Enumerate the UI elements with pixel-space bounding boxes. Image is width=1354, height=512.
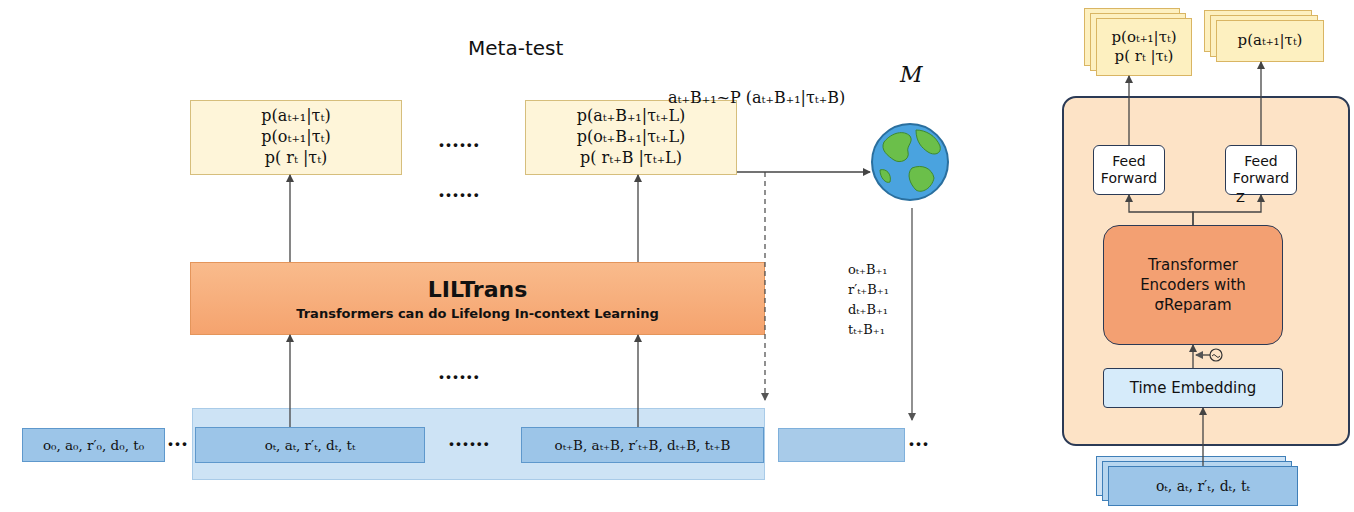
node-text: p( rₜ |τₜ) bbox=[1115, 47, 1174, 67]
globe-drawing bbox=[870, 120, 950, 205]
model-box: LILTransTransformers can do Lifelong In-… bbox=[190, 262, 765, 335]
input-token-box: oₜ₊B, aₜ₊B, r′ₜ₊B, dₜ₊B, tₜ₊B bbox=[521, 427, 764, 463]
input-token-box: o₀, a₀, r′₀, d₀, t₀ bbox=[22, 428, 165, 462]
feed-forward-box: Feed Forward bbox=[1225, 145, 1297, 195]
noise-wave bbox=[1212, 355, 1220, 358]
embedding-box: Time Embedding bbox=[1103, 368, 1283, 408]
annotation-label: ... bbox=[908, 427, 929, 451]
annotation-label: aₜ₊B₊₁~P (aₜ₊B₊₁|τₜ₊B) bbox=[668, 88, 845, 107]
node-text: oₜ, aₜ, r′ₜ, dₜ, tₜ bbox=[1156, 478, 1250, 494]
output-distribution-box: p(aₜ₊B₊₁|τₜ₊L)p(oₜ₊B₊₁|τₜ₊L)p( rₜ₊B |τₜ₊… bbox=[525, 100, 737, 175]
output-stack-box: p(aₜ₊₁|τₜ) bbox=[1216, 20, 1324, 62]
node-text: p( rₜ |τₜ) bbox=[265, 148, 328, 169]
flow-arrow bbox=[1128, 76, 1129, 145]
node-text: Transformers can do Lifelong In-context … bbox=[296, 306, 658, 321]
node-text: p(oₜ₊₁|τₜ) bbox=[1111, 28, 1176, 48]
annotation-label: oₜ₊B₊₁ bbox=[848, 262, 888, 277]
flow-arrow bbox=[1193, 195, 1261, 225]
annotation-label: ...... bbox=[438, 178, 480, 202]
output-stack-box: p(oₜ₊₁|τₜ)p( rₜ |τₜ) bbox=[1096, 18, 1192, 76]
output-distribution-box: p(aₜ₊₁|τₜ)p(oₜ₊₁|τₜ)p( rₜ |τₜ) bbox=[190, 100, 402, 175]
node-text: oₜ₊B, aₜ₊B, r′ₜ₊B, dₜ₊B, tₜ₊B bbox=[555, 437, 731, 453]
node-text: p(aₜ₊₁|τₜ) bbox=[261, 106, 330, 127]
annotation-label: dₜ₊B₊₁ bbox=[848, 302, 888, 317]
node-text: oₜ, aₜ, r′ₜ, dₜ, tₜ bbox=[265, 437, 356, 453]
input-stack-box: oₜ, aₜ, r′ₜ, dₜ, tₜ bbox=[1108, 466, 1298, 506]
flow-arrow bbox=[637, 175, 638, 262]
flow-arrow bbox=[289, 175, 290, 262]
annotation-label: Z bbox=[1236, 190, 1245, 205]
annotation-label: ...... bbox=[438, 128, 480, 152]
encoder-box: Transformer Encoders with σReparam bbox=[1103, 225, 1283, 345]
annotation-label: ...... bbox=[438, 360, 480, 384]
diagram-title: Meta-test bbox=[468, 36, 563, 60]
flow-arrow bbox=[1260, 62, 1261, 145]
node-text: p(oₜ₊₁|τₜ) bbox=[261, 127, 330, 148]
node-text: o₀, a₀, r′₀, d₀, t₀ bbox=[43, 437, 144, 453]
env-output-arrow bbox=[911, 208, 912, 420]
flow-arrow bbox=[289, 335, 290, 427]
node-text: Time Embedding bbox=[1130, 379, 1257, 397]
feed-forward-box: Feed Forward bbox=[1093, 145, 1165, 195]
node-text: p(aₜ₊₁|τₜ) bbox=[1238, 31, 1303, 51]
node-text: p(aₜ₊B₊₁|τₜ₊L) bbox=[577, 106, 686, 127]
noise-arrow bbox=[1196, 354, 1210, 355]
node-text: Feed Forward bbox=[1226, 153, 1296, 187]
node-text: p( rₜ₊B |τₜ₊L) bbox=[580, 148, 682, 169]
flow-arrow bbox=[1192, 345, 1193, 368]
flow-arrow bbox=[737, 171, 870, 172]
noise-symbol bbox=[1210, 349, 1222, 361]
annotation-label: r′ₜ₊B₊₁ bbox=[848, 282, 889, 297]
flow-arrow bbox=[1129, 195, 1193, 225]
node-text: LILTrans bbox=[428, 277, 528, 302]
node-text: p(oₜ₊B₊₁|τₜ₊L) bbox=[577, 127, 686, 148]
flow-arrow bbox=[637, 335, 638, 427]
flow-arrow bbox=[1202, 408, 1203, 466]
environment-globe: M bbox=[870, 120, 950, 205]
annotation-label: ... bbox=[167, 427, 188, 451]
model-symbol: M bbox=[900, 62, 923, 87]
annotation-label: ...... bbox=[448, 427, 490, 451]
node-text: Transformer Encoders with σReparam bbox=[1122, 255, 1264, 316]
input-token-box: oₜ, aₜ, r′ₜ, dₜ, tₜ bbox=[195, 427, 425, 463]
next-token-box bbox=[778, 428, 905, 462]
node-text: Feed Forward bbox=[1094, 153, 1164, 187]
annotation-label: tₜ₊B₊₁ bbox=[848, 322, 885, 337]
